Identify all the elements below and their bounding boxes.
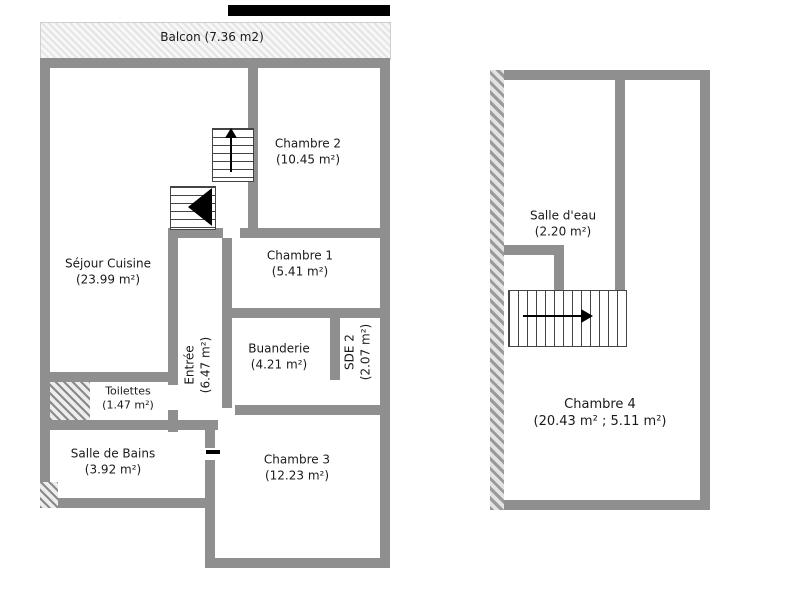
wall-right-plan-bottom bbox=[490, 500, 710, 510]
wall-right-plan-right bbox=[700, 70, 710, 510]
room-name: Entrée bbox=[182, 345, 197, 385]
wall-chambre1-left bbox=[222, 238, 232, 316]
room-area: (2.07 m²) bbox=[358, 323, 372, 381]
room-label-sde2: SDE 2 (2.07 m²) bbox=[342, 324, 373, 380]
wall-sdb-top bbox=[40, 420, 218, 430]
room-name: Salle de Bains bbox=[70, 446, 156, 461]
room-name: Toilettes bbox=[105, 384, 151, 398]
hatch-left-of-toilettes bbox=[50, 382, 90, 420]
wall-corridor-left-upper bbox=[168, 228, 178, 385]
room-label-chambre4: Chambre 4 (20.43 m² ; 5.11 m²) bbox=[534, 397, 667, 431]
room-area: (5.41 m²) bbox=[271, 264, 329, 278]
wall-salle-deau-right bbox=[615, 80, 625, 295]
room-area: (2.20 m²) bbox=[534, 224, 592, 238]
room-label-toilettes: Toilettes (1.47 m²) bbox=[102, 385, 154, 414]
room-area: (6.47 m²) bbox=[198, 336, 212, 394]
room-area: (10.45 m²) bbox=[275, 152, 341, 166]
room-name: Séjour Cuisine bbox=[65, 256, 151, 271]
hatch-bottom-left-corner bbox=[40, 482, 58, 508]
wall-left-outer bbox=[40, 58, 50, 508]
balcony-area-text: (7.36 m2) bbox=[204, 30, 264, 45]
room-area: (12.23 m²) bbox=[264, 468, 330, 482]
wall-right-plan-left-hatched bbox=[490, 70, 504, 510]
wall-right-plan-top bbox=[490, 70, 710, 80]
room-name: Buanderie bbox=[248, 341, 310, 356]
stairs-direction-wedge-icon bbox=[188, 188, 212, 226]
room-area: (4.21 m²) bbox=[250, 357, 308, 371]
stairs-arrow-right-line bbox=[523, 315, 581, 317]
room-area: (3.92 m²) bbox=[84, 462, 142, 476]
railing-bar bbox=[228, 5, 390, 16]
room-name: Chambre 4 bbox=[564, 397, 636, 413]
room-label-balcon: Balcon (7.36 m2) bbox=[160, 30, 264, 46]
wall-salle-deau-return bbox=[554, 245, 564, 295]
room-label-salle-de-bains: Salle de Bains (3.92 m²) bbox=[71, 446, 155, 477]
room-label-chambre1: Chambre 1 (5.41 m²) bbox=[267, 248, 333, 279]
wall-chambre3-left-stub bbox=[205, 430, 215, 448]
room-area: (1.47 m²) bbox=[102, 399, 154, 412]
room-label-salle-deau: Salle d'eau (2.20 m²) bbox=[530, 208, 596, 239]
wall-chambre3-top bbox=[235, 405, 390, 415]
room-area: (23.99 m²) bbox=[75, 272, 141, 286]
room-name: Salle d'eau bbox=[529, 208, 597, 223]
balcony-name: Balcon bbox=[160, 30, 201, 45]
wall-salle-deau-bottom bbox=[504, 245, 564, 255]
wall-chambre1-bottom bbox=[222, 308, 390, 318]
room-label-entree: Entrée (6.47 m²) bbox=[182, 337, 213, 393]
room-label-buanderie: Buanderie (4.21 m²) bbox=[248, 341, 309, 372]
wall-chambre1-top bbox=[240, 228, 390, 238]
wall-toilettes-top bbox=[50, 372, 170, 382]
room-label-chambre3: Chambre 3 (12.23 m²) bbox=[264, 452, 330, 483]
wall-under-stairs bbox=[168, 228, 223, 238]
room-area: (20.43 m² ; 5.11 m²) bbox=[533, 414, 667, 429]
room-name: Chambre 2 bbox=[274, 136, 342, 151]
room-name: Chambre 3 bbox=[263, 452, 331, 467]
door-mark-chambre3 bbox=[206, 450, 220, 454]
room-name: Chambre 1 bbox=[266, 248, 334, 263]
wall-chambre3-bottom bbox=[205, 558, 390, 568]
stairs-arrow-right-icon bbox=[581, 309, 593, 323]
stairs-arrow-up-line bbox=[230, 138, 232, 172]
stairs-right-plan bbox=[508, 290, 627, 347]
room-label-sejour-cuisine: Séjour Cuisine (23.99 m²) bbox=[65, 256, 151, 287]
wall-sdb-bottom bbox=[40, 498, 215, 508]
wall-top-outer bbox=[40, 58, 390, 68]
room-label-chambre2: Chambre 2 (10.45 m²) bbox=[275, 136, 341, 167]
wall-corridor-right-lower bbox=[222, 318, 232, 408]
stairs-arrow-up-icon bbox=[225, 128, 237, 138]
wall-sde2-divider bbox=[330, 318, 340, 380]
room-name: SDE 2 bbox=[342, 334, 357, 370]
wall-chambre3-left bbox=[205, 460, 215, 568]
